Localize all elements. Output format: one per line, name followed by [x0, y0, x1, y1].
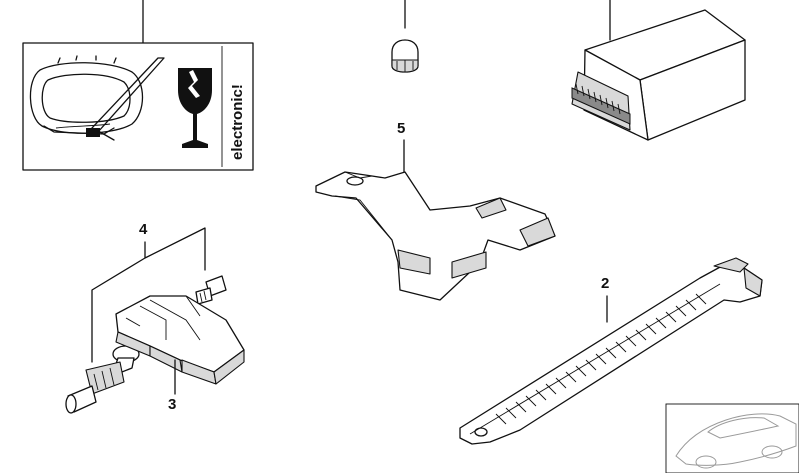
fragile-glass-icon	[178, 68, 212, 148]
callout-number-3: 3	[168, 396, 176, 413]
strap-body	[459, 265, 763, 445]
callout-number-2: 2	[601, 275, 609, 292]
warning-label-text: electronic!	[229, 84, 246, 160]
sensor-mark	[86, 128, 100, 137]
vehicle-silhouette-icon	[675, 413, 797, 469]
callout-number-4: 4	[139, 221, 148, 238]
thumbnail-frame	[665, 403, 799, 473]
sensor-kit-part-4: 4	[91, 221, 206, 363]
sensor-screw	[195, 275, 227, 305]
bracket-part-5: 5	[315, 120, 556, 301]
callout-bracket-4	[91, 227, 206, 363]
valve-stem	[65, 345, 140, 414]
strap-hole	[474, 427, 488, 437]
control-module	[571, 0, 746, 141]
vehicle-thumbnail	[665, 403, 799, 473]
label-frame	[22, 42, 254, 171]
bracket-body	[315, 171, 556, 301]
tire-pressure-sensor-part-3: 3	[115, 295, 245, 413]
strap-part-2: 2	[459, 257, 763, 445]
cap-nut	[391, 0, 419, 73]
warning-label: electronic!	[22, 0, 254, 171]
callout-number-5: 5	[397, 120, 405, 137]
tire-sensor-warning-icon	[29, 55, 165, 141]
